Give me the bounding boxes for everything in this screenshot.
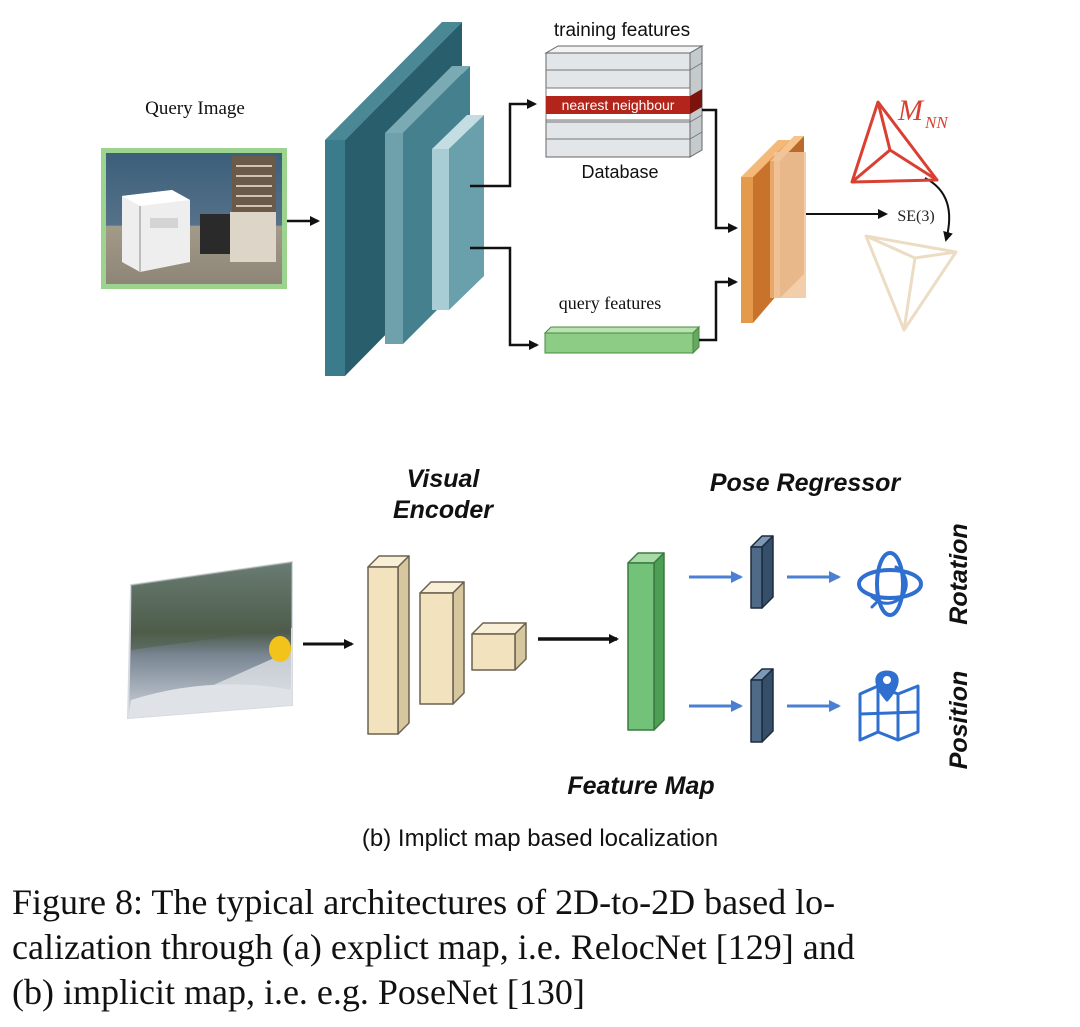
feature-map-block <box>627 552 665 731</box>
position-regressor-block <box>750 668 774 743</box>
driving-image <box>126 560 293 720</box>
query-image <box>101 148 287 289</box>
figure-caption: Figure 8: The typical architectures of 2… <box>12 880 1067 1015</box>
training-features-label: training features <box>554 20 690 41</box>
feature-map-label: Feature Map <box>567 772 714 800</box>
encoder-blocks <box>367 555 527 735</box>
caption-line-3: (b) implicit map, i.e. e.g. PoseNet [130… <box>12 972 585 1012</box>
rotation-icon <box>857 551 923 617</box>
query-features-label: query features <box>559 293 661 313</box>
position-label: Position <box>945 671 973 770</box>
part-b-subcaption: (b) Implict map based localization <box>362 825 718 852</box>
nearest-neighbour-pose-frustum <box>850 100 939 184</box>
pose-regressor-label: Pose Regressor <box>710 469 902 497</box>
se3-label: SE(3) <box>897 208 934 225</box>
database-label: Database <box>581 162 658 182</box>
query-image-label: Query Image <box>145 98 245 119</box>
nearest-neighbour-row: nearest neighbour <box>546 89 702 114</box>
rotation-label: Rotation <box>945 523 973 624</box>
query-features-block <box>543 325 701 355</box>
visual-encoder-label-line1: Visual <box>407 465 481 493</box>
position-map-icon <box>858 670 920 742</box>
pose-label-m: M <box>897 94 925 127</box>
part-b-diagram: Visual Encoder Pose Regressor <box>126 465 973 852</box>
part-a-diagram: Query Image <box>101 20 958 376</box>
rotation-regressor-block <box>750 535 774 609</box>
caption-line-2: calization through (a) explict map, i.e.… <box>12 927 855 967</box>
pose-label-subscript: NN <box>924 113 949 132</box>
fusion-regressor-block <box>741 136 806 323</box>
cnn-encoder-blocks <box>325 22 484 376</box>
architecture-figure: Query Image <box>101 20 973 852</box>
query-pose-frustum <box>864 234 958 332</box>
visual-encoder-label-line2: Encoder <box>393 496 494 524</box>
nearest-neighbour-label: nearest neighbour <box>562 97 675 113</box>
caption-line-1: Figure 8: The typical architectures of 2… <box>12 882 836 922</box>
